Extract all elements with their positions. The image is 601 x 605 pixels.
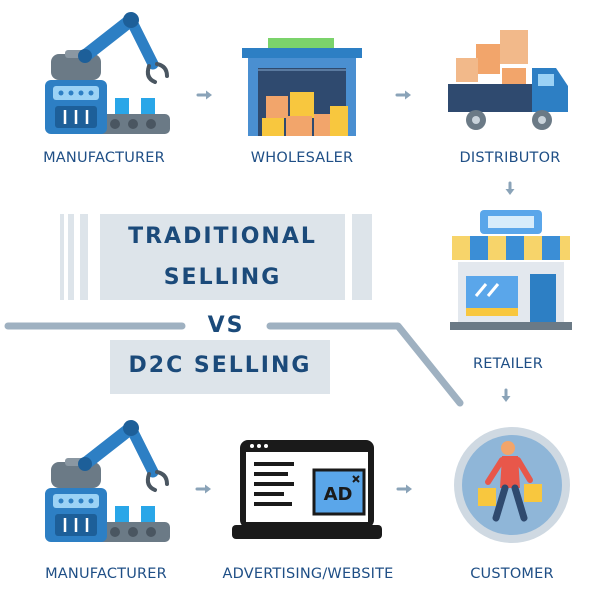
traditional-selling-panel [60,214,372,300]
ad-label: AD [324,484,353,505]
robot-arm-icon [45,12,170,134]
d2c-selling-panel [110,340,330,394]
delivery-truck-icon [448,30,568,130]
label-manufacturer: MANUFACTURER [43,150,165,166]
heading-selling: SELLING [163,265,282,290]
heading-traditional: TRADITIONAL [128,224,317,249]
heading-d2c-selling: D2C SELLING [128,353,312,378]
connector-line [4,322,464,407]
label-customer: CUSTOMER [470,566,554,582]
label-manufacturer-d2c: MANUFACTURER [45,566,167,582]
label-retailer: RETAILER [472,356,544,372]
robot-arm-icon [45,420,170,542]
label-advertising-website: ADVERTISING/WEBSITE [222,566,394,582]
browser-ad-icon: AD [232,440,382,539]
shopper-icon [454,427,570,543]
warehouse-icon [242,38,362,136]
store-icon [450,210,572,330]
heading-vs: VS [207,313,245,338]
label-distributor: DISTRIBUTOR [459,150,561,166]
label-wholesaler: WHOLESALER [250,150,354,166]
